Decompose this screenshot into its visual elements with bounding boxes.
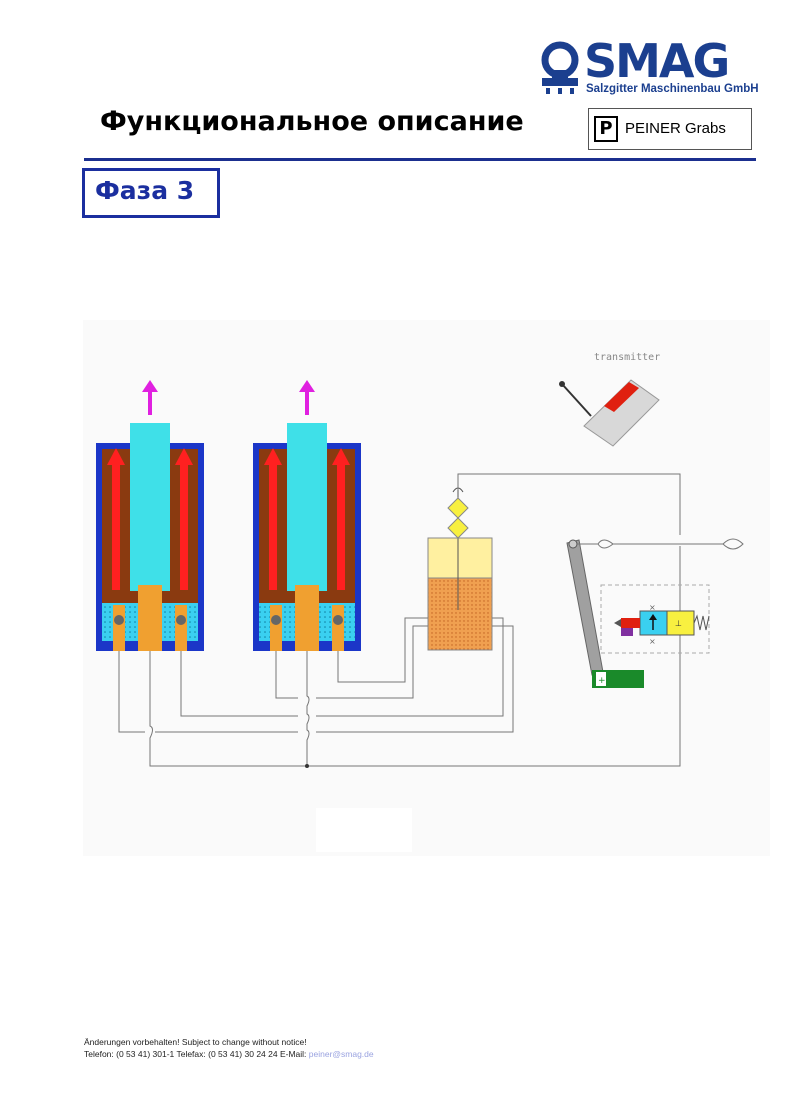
- rod-1: [138, 585, 162, 651]
- oil-tank: [427, 487, 493, 651]
- smag-logo: SMAG Salzgitter Maschinenbau GmbH: [540, 34, 760, 100]
- rod-2: [295, 585, 319, 651]
- smag-logo-icon: [541, 41, 579, 94]
- footer-contact: Telefon: (0 53 41) 301-1 Telefax: (0 53 …: [84, 1048, 374, 1060]
- hydraulic-diagram-svg: transmitter + × × ⊥: [96, 352, 744, 852]
- pressure-arrow-right-1: [175, 448, 193, 590]
- logo-wordmark: SMAG: [584, 34, 730, 88]
- peiner-badge: P PEINER Grabs: [588, 108, 752, 150]
- hydraulic-diagram: transmitter + × × ⊥: [83, 320, 770, 856]
- footer-email-link[interactable]: peiner@smag.de: [308, 1049, 374, 1059]
- footer-phone: Telefon: (0 53 41) 301-1 Telefax: (0 53 …: [84, 1049, 309, 1059]
- piston-1: [130, 423, 170, 591]
- page-title: Функциональное описание: [100, 106, 524, 137]
- lever-assembly: +: [566, 538, 744, 688]
- up-arrow-icon: [142, 380, 158, 392]
- footer-notice: Änderungen vorbehalten! Subject to chang…: [84, 1037, 307, 1047]
- phase-label: Фаза 3: [95, 176, 195, 205]
- svg-text:+: +: [598, 676, 606, 686]
- filter-icon: [447, 517, 469, 539]
- peiner-brand-label: PEINER Grabs: [625, 120, 726, 137]
- control-valve: × × ⊥: [600, 584, 710, 654]
- pressure-arrow-left-1: [107, 448, 125, 590]
- transmitter: transmitter: [559, 352, 660, 447]
- peiner-p-icon: P: [594, 116, 618, 142]
- filter-icon: [447, 497, 469, 519]
- pressure-arrow-left-2: [264, 448, 282, 590]
- blank-panel: [316, 808, 412, 852]
- transmitter-label: transmitter: [594, 352, 660, 363]
- footer: Änderungen vorbehalten! Subject to chang…: [84, 1036, 374, 1060]
- up-arrow-icon: [299, 380, 315, 392]
- pressure-arrow-right-2: [332, 448, 350, 590]
- header-divider: [84, 158, 756, 161]
- piston-2: [287, 423, 327, 591]
- cylinder-2: [253, 380, 361, 651]
- svg-text:×: ×: [649, 637, 656, 646]
- cylinder-1: [96, 380, 204, 651]
- phase-box: Фаза 3: [82, 168, 220, 218]
- svg-text:×: ×: [649, 603, 656, 612]
- logo-subtitle: Salzgitter Maschinenbau GmbH: [586, 83, 759, 95]
- svg-text:⊥: ⊥: [675, 619, 682, 628]
